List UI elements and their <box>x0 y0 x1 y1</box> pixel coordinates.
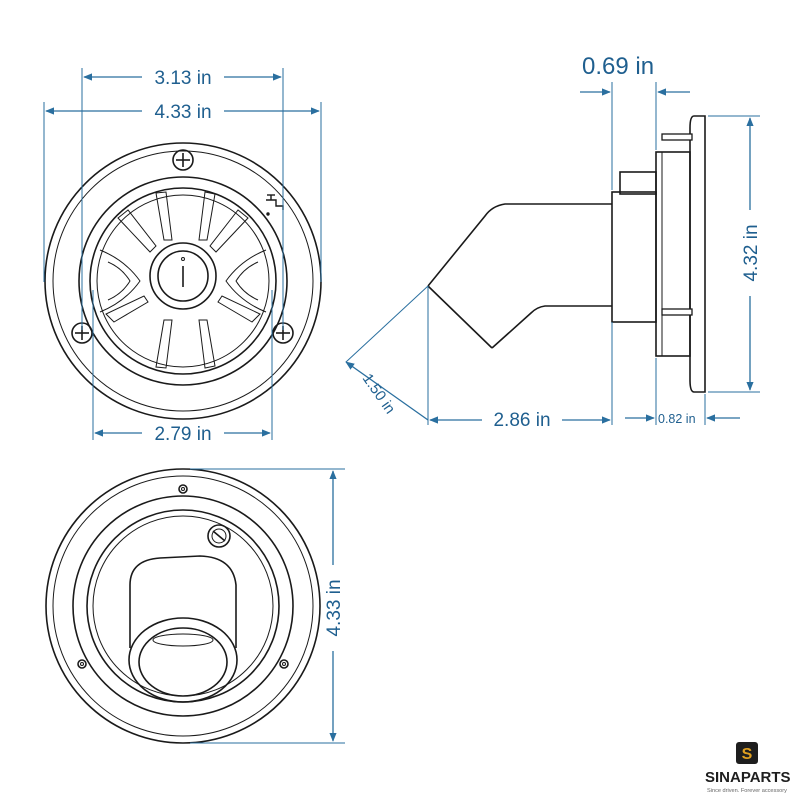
dim-side-depth-top: 0.69 in <box>582 53 654 80</box>
front-view <box>44 142 322 420</box>
brand-tagline: Since driven. Forever accessory <box>707 788 787 794</box>
faucet-icon <box>266 194 284 216</box>
dim-side-height: 4.32 in <box>741 224 762 281</box>
dim-top-inner-width: 3.13 in <box>154 68 211 89</box>
front-view-dimensions: 3.13 in 4.33 in 2.79 in <box>43 66 322 445</box>
dim-side-length: 2.86 in <box>493 410 550 431</box>
rear-view-dimensions: 4.33 in <box>190 468 345 744</box>
logo-letter: S <box>742 746 753 763</box>
screw-icon <box>172 149 194 171</box>
brand-logo: S SINAPARTS Since driven. Forever access… <box>705 742 791 794</box>
side-view-dimensions: 0.69 in 4.32 in 2.86 in 0.82 in 1.50 in <box>345 53 762 431</box>
dim-side-spout: 1.50 in <box>359 371 399 418</box>
brand-name: SINAPARTS <box>705 769 791 786</box>
slot-screw-icon <box>207 524 231 548</box>
rear-view <box>45 468 321 744</box>
dim-top-bottom-width: 2.79 in <box>154 424 211 445</box>
dim-rear-height: 4.33 in <box>324 579 345 636</box>
side-view <box>427 115 706 393</box>
dim-side-flange: 0.82 in <box>658 412 696 426</box>
dim-top-outer-width: 4.33 in <box>154 102 211 123</box>
